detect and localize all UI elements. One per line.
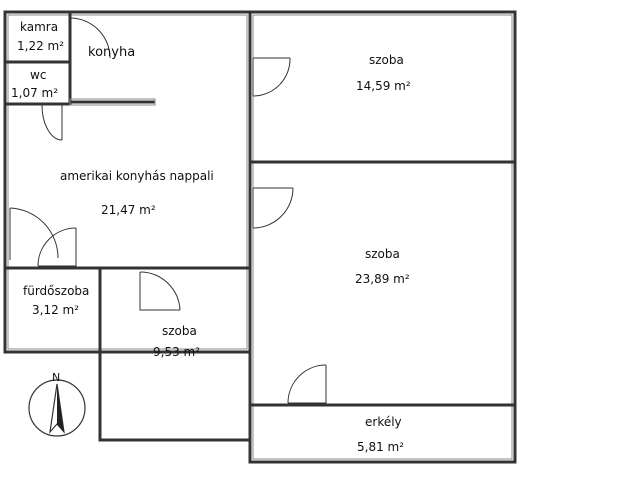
room-furdoszoba-name: fürdőszoba	[23, 284, 89, 298]
room-szoba1-name: szoba	[369, 53, 404, 67]
room-kamra-name: kamra	[20, 20, 58, 34]
compass-icon: N	[28, 371, 86, 437]
room-furdoszoba-area: 3,12 m²	[32, 303, 79, 317]
walls	[3, 10, 517, 464]
room-szoba1-area: 14,59 m²	[356, 79, 411, 93]
room-nappali-area: 21,47 m²	[101, 203, 156, 217]
room-szoba3-area: 9,53 m²	[153, 345, 200, 359]
room-wc-area: 1,07 m²	[11, 86, 58, 100]
room-konyha-name: konyha	[88, 45, 135, 60]
compass-north-label: N	[52, 371, 60, 384]
room-szoba2-area: 23,89 m²	[355, 272, 410, 286]
room-labels: kamra 1,22 m² wc 1,07 m² konyha amerikai…	[11, 20, 411, 454]
room-erkely-name: erkély	[365, 415, 402, 429]
room-kamra-area: 1,22 m²	[17, 39, 64, 53]
doors	[9, 17, 327, 404]
room-szoba3-name: szoba	[162, 324, 197, 338]
room-erkely-area: 5,81 m²	[357, 440, 404, 454]
room-nappali-name: amerikai konyhás nappali	[60, 169, 214, 183]
room-wc-name: wc	[30, 68, 46, 82]
room-szoba2-name: szoba	[365, 247, 400, 261]
